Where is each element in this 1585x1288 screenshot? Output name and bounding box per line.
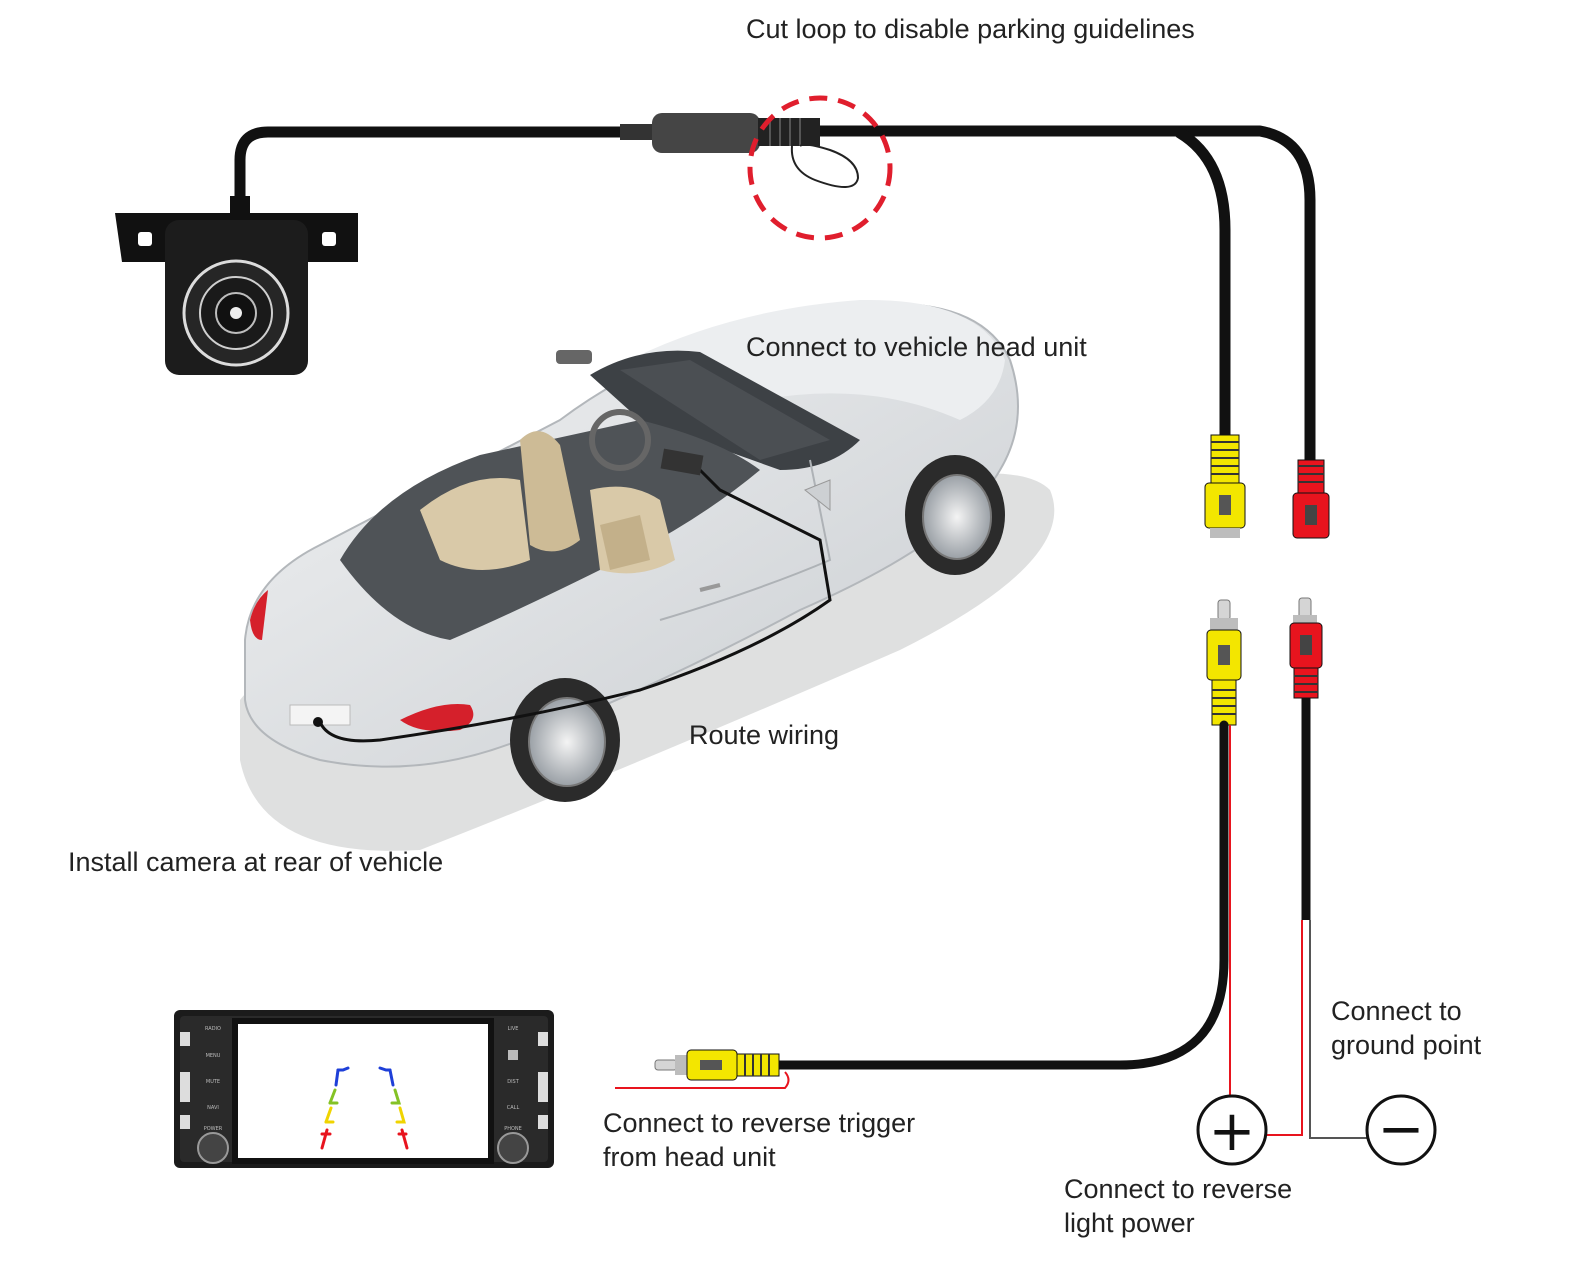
- screen-btn-left-3: NAVI: [207, 1105, 219, 1111]
- rca-red-female: [1292, 459, 1330, 539]
- route-wiring-label: Route wiring: [689, 720, 840, 750]
- rca-red-male: [1289, 597, 1323, 699]
- cut-loop-label: Cut loop to disable parking guidelines: [746, 14, 1195, 44]
- reverse-light-label-1: Connect to reverse: [1064, 1174, 1293, 1204]
- screen-btn-left-1: MENU: [206, 1053, 221, 1059]
- screen-btn-left-2: MUTE: [206, 1079, 220, 1085]
- video-cable: [770, 720, 1229, 1070]
- reverse-trigger-label-1: Connect to reverse trigger: [603, 1108, 916, 1138]
- reverse-trigger-label-2: from head unit: [603, 1142, 776, 1172]
- screen-btn-right-3: CALL: [507, 1105, 520, 1111]
- rca-yellow-horizontal: [654, 1049, 780, 1081]
- plus-symbol: +: [1209, 1099, 1256, 1164]
- ground-wire: [1309, 920, 1368, 1139]
- convertible-car: [240, 299, 1055, 851]
- rca-yellow-male: [1206, 599, 1242, 726]
- screen-btn-left-0: RADIO: [205, 1026, 221, 1032]
- cut-loop-marker: [747, 95, 893, 241]
- head-unit-label: Connect to vehicle head unit: [746, 332, 1087, 362]
- guideline-connector: [620, 113, 820, 153]
- minus-terminal: −: [1365, 1094, 1437, 1166]
- install-camera-label: Install camera at rear of vehicle: [68, 847, 444, 877]
- ground-label-1: Connect to: [1331, 996, 1462, 1026]
- minus-symbol: −: [1378, 1097, 1425, 1162]
- backup-camera: [115, 196, 358, 375]
- screen-btn-left-4: POWER: [204, 1126, 223, 1132]
- screen-btn-right-4: PHONE: [504, 1126, 522, 1132]
- screen-btn-right-0: LIVE: [508, 1026, 519, 1032]
- reverse-power-wire: [1265, 920, 1303, 1136]
- ground-label-2: ground point: [1331, 1030, 1482, 1060]
- guideline-loop: [790, 143, 860, 188]
- screen-btn-right-2: DIST: [507, 1079, 519, 1085]
- rca-yellow-female: [1204, 434, 1246, 538]
- parking-guidelines: [320, 1066, 409, 1150]
- head-unit-display: RADIO MENU MUTE NAVI POWER LIVE DIST CAL…: [174, 1010, 554, 1168]
- main-cable: [234, 125, 1316, 466]
- trigger-wire-end: [615, 1071, 790, 1089]
- reverse-light-label-2: light power: [1064, 1208, 1195, 1238]
- plus-terminal: +: [1196, 1094, 1268, 1166]
